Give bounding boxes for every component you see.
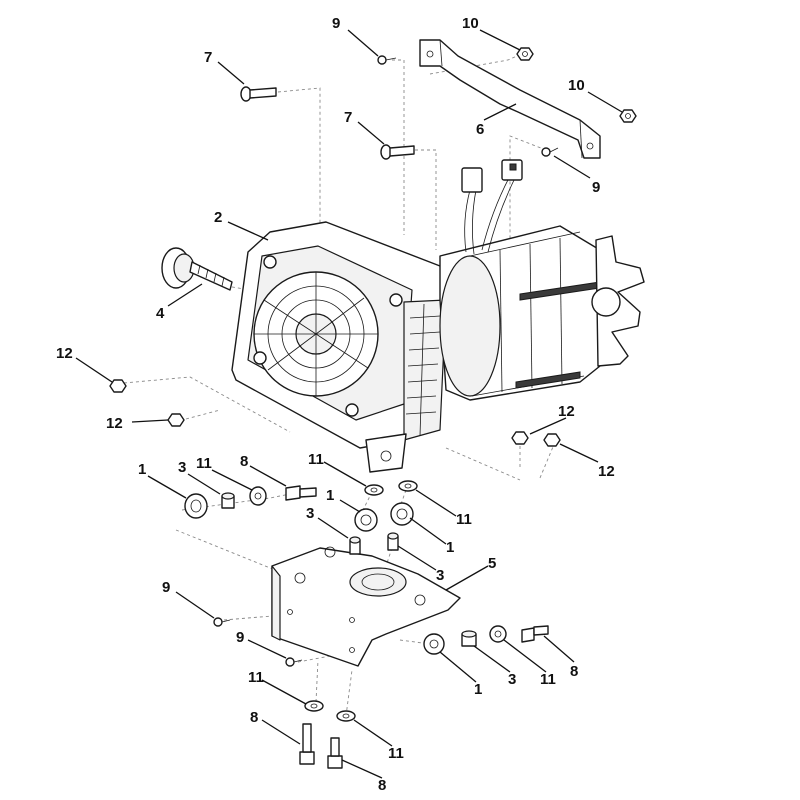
callout-9-lower: 9	[236, 629, 244, 646]
callout-10-right: 10	[568, 77, 585, 94]
motor-body	[439, 159, 645, 401]
grommet-part-1-a	[184, 493, 208, 519]
grommet-part-1-c	[390, 502, 414, 526]
callout-1-mid: 1	[326, 487, 334, 504]
bolt-part-7-a	[240, 86, 277, 102]
bolt-part-7-b	[380, 144, 415, 160]
nut-part-12-b	[167, 413, 185, 427]
callout-8-left: 8	[240, 453, 248, 470]
callout-1-lower: 1	[474, 681, 482, 698]
nut-part-12-d	[543, 433, 561, 447]
spacer-part-3-b	[349, 536, 361, 555]
callout-7-top: 7	[204, 49, 212, 66]
screw-part-9-b	[541, 147, 559, 157]
callout-11-mid-right: 11	[456, 511, 472, 528]
callout-10-top: 10	[462, 15, 479, 32]
callout-12-left-top: 12	[56, 345, 73, 362]
washer-part-11-d	[489, 625, 507, 643]
callout-11-left: 11	[196, 455, 212, 472]
callout-6: 6	[476, 121, 484, 138]
callout-11-lower-left: 11	[248, 669, 264, 686]
spacer-part-3-c	[387, 532, 399, 551]
spacer-part-3-d	[461, 630, 477, 647]
washer-part-11-f	[336, 710, 356, 722]
callout-3-mid-right: 3	[436, 567, 444, 584]
washer-part-11-a	[249, 486, 267, 506]
callout-12-left: 12	[106, 415, 123, 432]
callout-11-lower-right: 11	[540, 671, 556, 688]
nut-part-12-a	[109, 379, 127, 393]
nut-part-12-c	[511, 431, 529, 445]
spacer-part-3-a	[221, 492, 235, 509]
grommet-part-1-b	[354, 508, 378, 532]
lower-plate-part-5	[271, 546, 461, 667]
washer-part-11-c	[398, 480, 418, 492]
washer-part-11-e	[304, 700, 324, 712]
callout-9-right: 9	[592, 179, 600, 196]
leader-lines	[75, 29, 623, 779]
fan-housing-part-2	[231, 221, 447, 473]
callout-8-bottom: 8	[378, 777, 386, 794]
callout-1-mid-right: 1	[446, 539, 454, 556]
nut-part-10-b	[619, 109, 637, 123]
callout-9-lower-left: 9	[162, 579, 170, 596]
callout-12-right: 12	[598, 463, 615, 480]
nut-part-10-a	[516, 47, 534, 61]
callout-3-mid: 3	[306, 505, 314, 522]
bolt-part-8-d	[327, 737, 343, 769]
callout-11-mid: 11	[308, 451, 324, 468]
callout-8-lower-left: 8	[250, 709, 258, 726]
washer-part-11-b	[364, 484, 384, 496]
callout-2: 2	[214, 209, 222, 226]
callout-4: 4	[156, 305, 165, 322]
callout-7-mid: 7	[344, 109, 352, 126]
callout-3-lower: 3	[508, 671, 516, 688]
callout-8-right: 8	[570, 663, 578, 680]
grommet-part-1-d	[423, 633, 445, 655]
upper-bracket-part-6	[419, 39, 601, 159]
bolt-part-8-a	[285, 485, 317, 501]
callout-3-left: 3	[178, 459, 186, 476]
callout-12-right-top: 12	[558, 403, 575, 420]
bolt-part-8-b	[521, 625, 549, 643]
callout-labels: 9 10 7 10 7 6 9 2 4 12 12 12 12 1 3 11 8…	[56, 15, 615, 794]
callout-1-left: 1	[138, 461, 146, 478]
callout-9-top: 9	[332, 15, 340, 32]
knob-part-4	[161, 247, 233, 291]
callout-11-bottom: 11	[388, 745, 404, 762]
callout-5: 5	[488, 555, 496, 572]
bolt-part-8-c	[299, 723, 315, 765]
screw-part-9-a	[377, 55, 397, 65]
screw-part-9-d	[285, 657, 303, 667]
screw-part-9-c	[213, 617, 231, 627]
